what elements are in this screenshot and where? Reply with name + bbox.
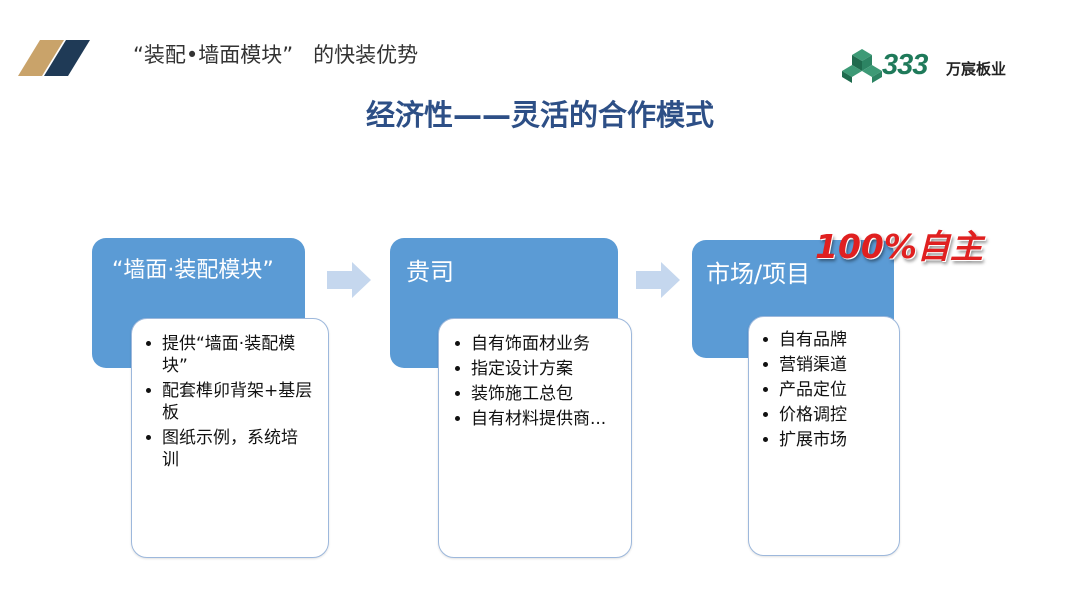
list-item: 价格调控 <box>761 404 889 426</box>
stage-market-card: 自有品牌 营销渠道 产品定位 价格调控 扩展市场 <box>748 316 900 556</box>
stage-module-label: “墙面·装配模块” <box>112 258 274 283</box>
brand-logo: 333 万宸板业 <box>842 47 1042 85</box>
header-stripe-decoration <box>18 40 90 76</box>
list-item: 图纸示例，系统培训 <box>144 427 314 471</box>
brand-cube-icon <box>842 49 882 83</box>
brand-name: 万宸板业 <box>946 60 1007 78</box>
slide-title: 经济性——灵活的合作模式 <box>365 98 714 132</box>
stage-company-card: 自有饰面材业务 指定设计方案 装饰施工总包 自有材料提供商... <box>438 318 632 558</box>
list-item: 装饰施工总包 <box>453 383 619 405</box>
stage-company-label: 贵司 <box>406 258 454 286</box>
flow-arrow-icon <box>636 262 680 298</box>
list-item: 营销渠道 <box>761 354 889 376</box>
list-item: 产品定位 <box>761 379 889 401</box>
list-item: 配套榫卯背架+基层板 <box>144 380 314 424</box>
flow-arrow-icon <box>327 262 371 298</box>
list-item: 提供“墙面·装配模块” <box>144 333 314 377</box>
stage-module-card: 提供“墙面·装配模块” 配套榫卯背架+基层板 图纸示例，系统培训 <box>131 318 329 558</box>
autonomy-highlight: 100%自主 <box>815 227 983 266</box>
list-item: 扩展市场 <box>761 429 889 451</box>
brand-number: 333 <box>882 49 928 81</box>
header-title: “装配•墙面模块” 的快装优势 <box>133 43 419 67</box>
list-item: 自有材料提供商... <box>453 408 619 430</box>
list-item: 自有饰面材业务 <box>453 333 619 355</box>
list-item: 指定设计方案 <box>453 358 619 380</box>
list-item: 自有品牌 <box>761 329 889 351</box>
stage-market-label: 市场/项目 <box>706 260 811 288</box>
